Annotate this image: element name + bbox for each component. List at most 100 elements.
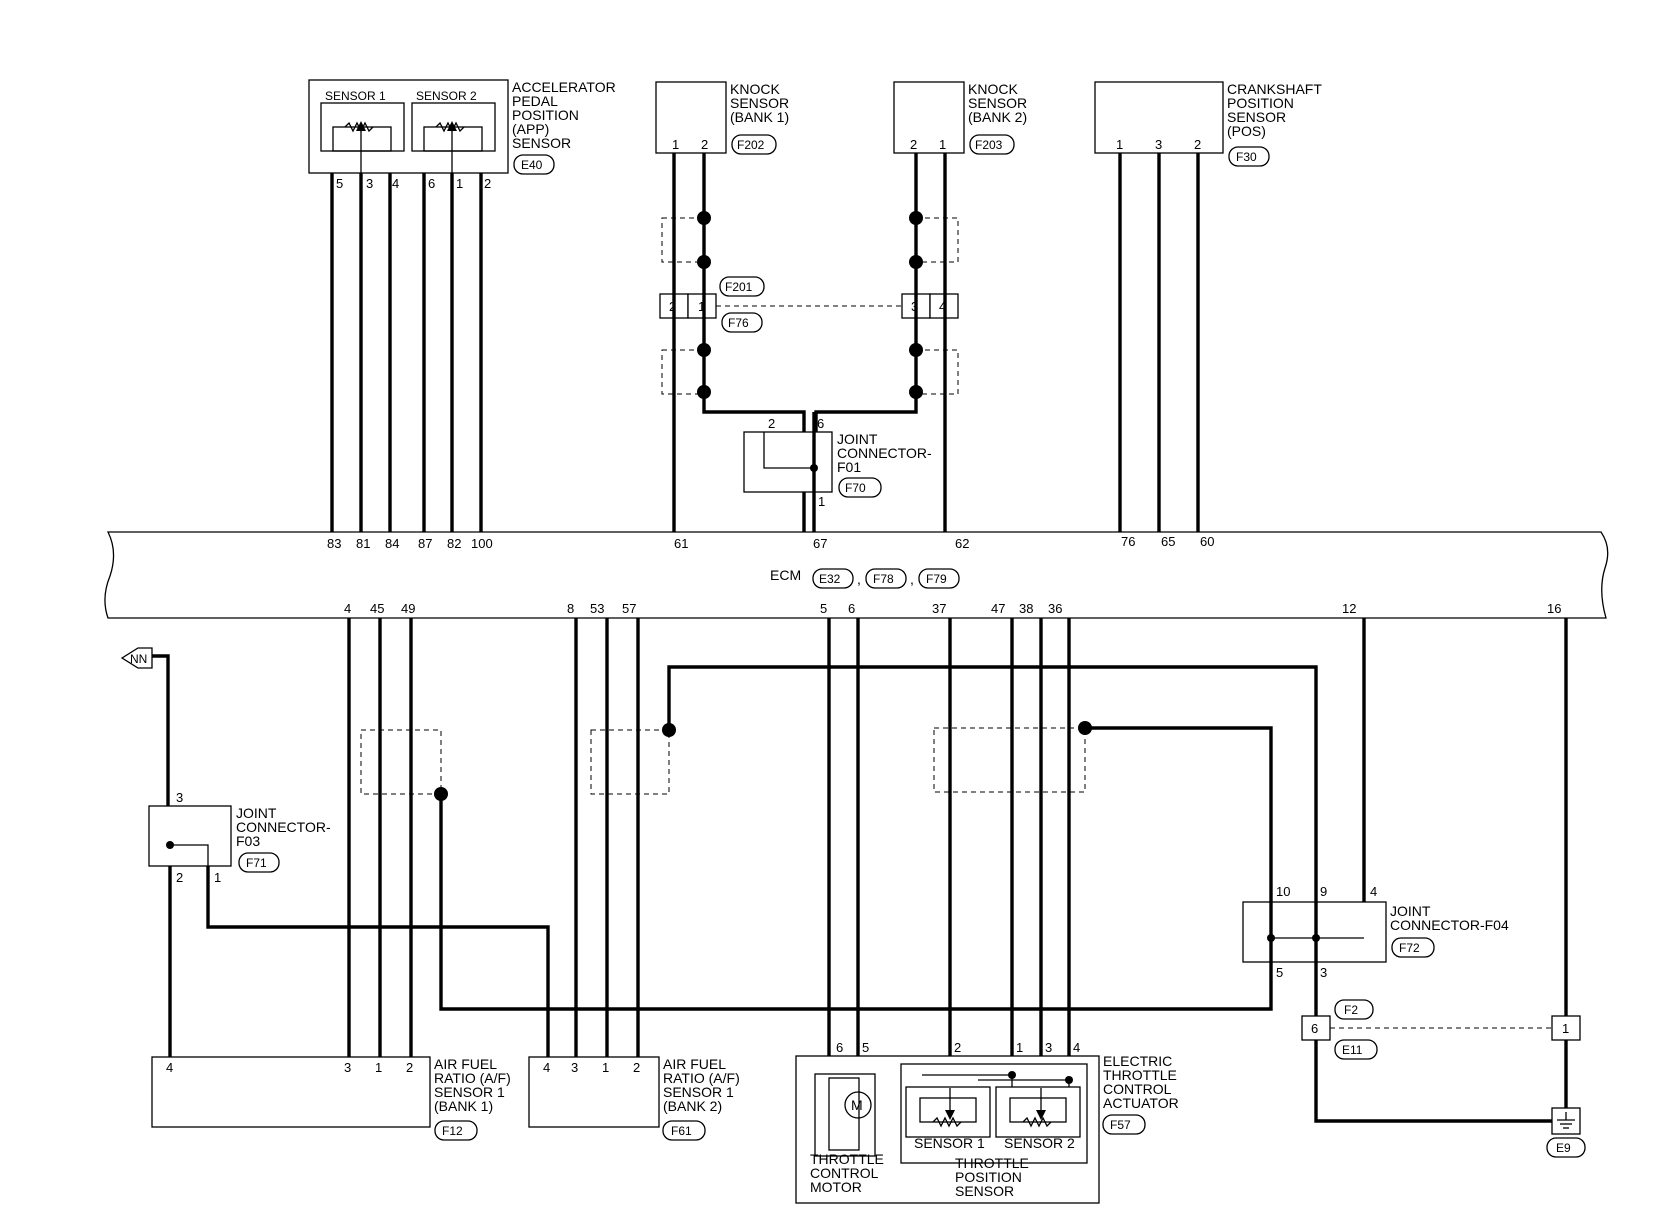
f2-pin-6: 6: [1311, 1021, 1318, 1036]
ecm-pin-67: 67: [813, 536, 827, 551]
knock2-label-3: (BANK 2): [968, 109, 1027, 125]
f03-label-3: F03: [236, 833, 260, 849]
af1-connector: F12: [442, 1124, 463, 1138]
app-pin-3: 3: [366, 176, 373, 191]
joint-connector-f01: 2 6 1 JOINT CONNECTOR- F01 F70: [743, 412, 932, 532]
ground-e9: E9: [1546, 1107, 1586, 1158]
f04-pin-9: 9: [1320, 884, 1327, 899]
f04-pin-5: 5: [1276, 965, 1283, 980]
tps-label-3: SENSOR: [955, 1183, 1014, 1199]
ecm-pin-60: 60: [1200, 534, 1214, 549]
af2-label-3: SENSOR 1: [663, 1084, 734, 1100]
ecm-pin-12: 12: [1342, 601, 1356, 616]
knock1-label-3: (BANK 1): [730, 109, 789, 125]
app-label-3: POSITION: [512, 107, 579, 123]
joint-connector-f04: 10 9 4 5 3 JOINT CONNECTOR-F04 F72: [1242, 884, 1509, 980]
ecm-connector-e32: E32: [819, 572, 841, 586]
f04-label-1: JOINT: [1390, 903, 1431, 919]
app-pin-2: 2: [484, 176, 491, 191]
knock2-connector: F203: [975, 138, 1003, 152]
f03-connector: F71: [246, 856, 267, 870]
joint-connector-f03: 3 2 1 JOINT CONNECTOR- F03 F71: [148, 790, 331, 885]
ecm-label: ECM: [770, 567, 801, 583]
etc-pin-6: 6: [836, 1040, 843, 1055]
af-sensor-bank2: 4 3 1 2 AIR FUEL RATIO (A/F) SENSOR 1 (B…: [528, 1056, 740, 1141]
knock2-pin-2: 2: [910, 137, 917, 152]
app-label-4: (APP): [512, 121, 549, 137]
ecm-unit: ECM E32 , F78 , F79 83 81 84 87 82 100 6…: [104, 531, 1609, 619]
motor-label-3: MOTOR: [810, 1179, 862, 1195]
ecm-pin-16: 16: [1547, 601, 1561, 616]
f76-pin-1: 1: [698, 299, 705, 314]
af1-pin-2: 2: [406, 1060, 413, 1075]
ckp-pin-1: 1: [1116, 137, 1123, 152]
ecm-pin-8: 8: [567, 601, 574, 616]
app-pin-6: 6: [428, 176, 435, 191]
etc-label-4: ACTUATOR: [1103, 1095, 1179, 1111]
ecm-pin-38: 38: [1019, 601, 1033, 616]
knock-sensor-bank1: 1 2 KNOCK SENSOR (BANK 1) F202: [655, 81, 789, 155]
ecm-pin-81: 81: [356, 536, 370, 551]
ecm-pin-4: 4: [344, 601, 351, 616]
electric-throttle-control-actuator: 6 5 2 1 3 4 M THROTTLE CONTROL MOTOR SEN…: [795, 1040, 1179, 1204]
f03-label-1: JOINT: [236, 805, 277, 821]
shield-label: NN: [130, 652, 147, 666]
e11-connector: E11: [1342, 1043, 1363, 1057]
app-sensor1-label: SENSOR 1: [325, 89, 386, 103]
ecm-pin-65: 65: [1161, 534, 1175, 549]
ecm-pin-47: 47: [991, 601, 1005, 616]
knock-sensor-bank2: 2 1 KNOCK SENSOR (BANK 2) F203: [893, 81, 1027, 155]
ckp-label-3: SENSOR: [1227, 109, 1286, 125]
tps-sensor2-label: SENSOR 2: [1004, 1135, 1075, 1151]
ecm-pin-83: 83: [327, 536, 341, 551]
knock2-label-1: KNOCK: [968, 81, 1018, 97]
ecm-pin-82: 82: [447, 536, 461, 551]
motor-symbol: M: [851, 1097, 863, 1113]
ecm-pin-6: 6: [848, 601, 855, 616]
f2-pin-1: 1: [1562, 1021, 1569, 1036]
knock1-label-1: KNOCK: [730, 81, 780, 97]
f01-label-3: F01: [837, 459, 861, 475]
af1-pin-4: 4: [166, 1060, 173, 1075]
ecm-pin-61: 61: [674, 536, 688, 551]
af2-label-2: RATIO (A/F): [663, 1070, 740, 1086]
f01-label-1: JOINT: [837, 431, 878, 447]
ecm-pin-76: 76: [1121, 534, 1135, 549]
ecm-pin-49: 49: [401, 601, 415, 616]
knock1-pin-1: 1: [672, 137, 679, 152]
af1-pin-3: 3: [344, 1060, 351, 1075]
knock1-pin-2: 2: [701, 137, 708, 152]
ckp-label-1: CRANKSHAFT: [1227, 81, 1322, 97]
f01-pin-2: 2: [768, 416, 775, 431]
ckp-label-4: (POS): [1227, 123, 1266, 139]
f01-pin-6: 6: [817, 416, 824, 431]
ecm-pin-37: 37: [932, 601, 946, 616]
crankshaft-position-sensor: 1 3 2 CRANKSHAFT POSITION SENSOR (POS) F…: [1094, 81, 1322, 532]
app-pin-4: 4: [392, 176, 399, 191]
tps-label-1: THROTTLE: [955, 1155, 1029, 1171]
etc-label-2: THROTTLE: [1103, 1067, 1177, 1083]
etc-connector: F57: [1110, 1118, 1131, 1132]
f03-pin-1: 1: [214, 870, 221, 885]
tps-sensor1-label: SENSOR 1: [914, 1135, 985, 1151]
etc-pin-5: 5: [862, 1040, 869, 1055]
app-sensor2-label: SENSOR 2: [416, 89, 477, 103]
f04-pin-10: 10: [1276, 884, 1290, 899]
f04-pin-4: 4: [1370, 884, 1377, 899]
ecm-pin-53: 53: [590, 601, 604, 616]
ckp-pin-3: 3: [1155, 137, 1162, 152]
f04-pin-3: 3: [1320, 965, 1327, 980]
ecm-pin-36: 36: [1048, 601, 1062, 616]
app-connector: E40: [521, 158, 543, 172]
af2-pin-3: 3: [571, 1060, 578, 1075]
knock-wires: [672, 153, 947, 532]
af2-pin-1: 1: [602, 1060, 609, 1075]
ckp-connector: F30: [1236, 150, 1257, 164]
etc-label-3: CONTROL: [1103, 1081, 1172, 1097]
ecm-pin-100: 100: [471, 536, 493, 551]
af2-label-4: (BANK 2): [663, 1098, 722, 1114]
af1-label-2: RATIO (A/F): [434, 1070, 511, 1086]
ecm-pin-5: 5: [820, 601, 827, 616]
ecm-separator-1: ,: [857, 571, 861, 587]
